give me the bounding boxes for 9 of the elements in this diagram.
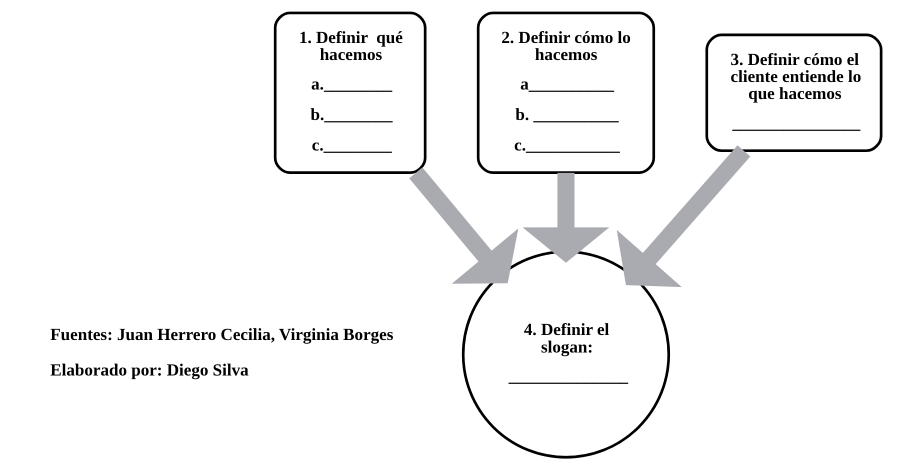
label: Fuentes: Juan Herrero Cecilia, Virginia Borges xyxy=(50,325,394,344)
arrow xyxy=(409,167,518,284)
arrow xyxy=(522,172,610,263)
node-box: 1. Definir qué hacemos a.________ b.________ c.________ xyxy=(274,12,426,174)
node-box: 2. Definir cómo lo hacemos a__________ b. __________ c.___________ xyxy=(476,12,656,174)
arrow xyxy=(616,145,750,288)
node-circle: 4. Definir el slogan: ______________ xyxy=(462,250,670,459)
node-box: 3. Definir cómo el cliente entiende lo que hacemos _______________ xyxy=(705,34,882,152)
label: Elaborado por: Diego Silva xyxy=(50,360,249,380)
